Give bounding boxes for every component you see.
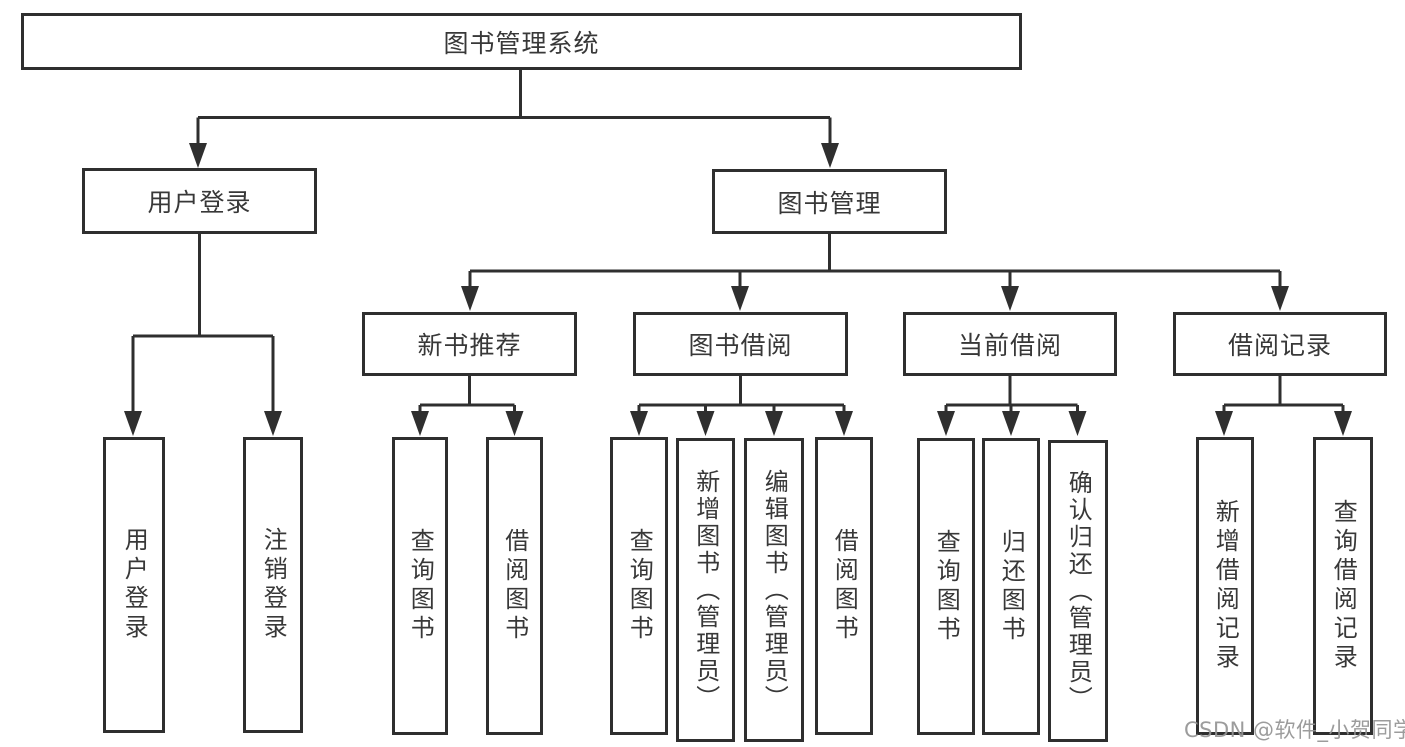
- arrow-down-icon: [411, 411, 429, 436]
- node-label: 图书管理系统: [443, 28, 600, 58]
- node-leaf-borrow-book-2: 借阅图书: [815, 437, 873, 735]
- node-label: 归还图书: [997, 528, 1026, 645]
- watermark: CSDN @软件_小贺同学: [1184, 718, 1405, 742]
- arrow-down-icon: [696, 411, 715, 436]
- arrow-down-icon: [1002, 411, 1020, 436]
- arrow-down-icon: [505, 411, 524, 436]
- node-label: 查询图书: [932, 528, 961, 645]
- node-label: 查询图书: [406, 528, 435, 644]
- node-leaf-query-book-3: 查询图书: [917, 438, 975, 735]
- node-leaf-add-borrow-record: 新增借阅记录: [1196, 437, 1254, 735]
- connector-current-borrow: [944, 376, 1079, 413]
- node-label: 借阅图书: [830, 528, 859, 644]
- node-user-login: 用户登录: [82, 168, 317, 234]
- node-leaf-add-book-admin: 新增图书（管理员）: [676, 438, 735, 742]
- node-label: 用户登录: [147, 188, 252, 217]
- node-label: 新增借阅记录: [1211, 499, 1240, 673]
- arrow-down-icon: [630, 411, 648, 436]
- connector-root: [196, 69, 832, 146]
- node-leaf-edit-book-admin: 编辑图书（管理员）: [744, 438, 804, 742]
- node-book-borrow: 图书借阅: [633, 312, 848, 376]
- node-label: 图书借阅: [688, 331, 793, 360]
- node-leaf-query-book-1: 查询图书: [392, 437, 448, 735]
- arrow-down-icon: [835, 411, 853, 436]
- connector-borrow-records: [1222, 376, 1345, 413]
- node-leaf-logout: 注销登录: [243, 437, 303, 733]
- arrow-down-icon: [765, 411, 783, 436]
- arrow-down-icon: [731, 286, 749, 311]
- arrow-down-icon: [1271, 286, 1289, 311]
- arrow-down-icon: [821, 143, 839, 168]
- node-book-management: 图书管理: [712, 169, 947, 234]
- node-label: 查询图书: [625, 528, 654, 644]
- node-leaf-borrow-book-1: 借阅图书: [486, 437, 543, 735]
- node-label: 新增图书（管理员）: [691, 468, 720, 712]
- arrow-down-icon: [461, 286, 479, 311]
- arrow-down-icon: [937, 411, 955, 436]
- arrow-down-icon: [1068, 411, 1087, 436]
- connector-book-management: [468, 234, 1282, 288]
- node-label: 用户登录: [120, 527, 149, 643]
- node-label: 图书管理: [777, 188, 882, 218]
- arrow-down-icon: [124, 411, 142, 436]
- arrow-down-icon: [189, 143, 207, 168]
- node-label: 确认归还（管理员）: [1064, 469, 1093, 713]
- connector-new-book-recommend: [418, 376, 516, 413]
- node-label: 借阅记录: [1227, 331, 1332, 360]
- node-current-borrow: 当前借阅: [903, 312, 1117, 376]
- arrow-down-icon: [1215, 411, 1233, 436]
- arrow-down-icon: [264, 411, 282, 436]
- node-label: 注销登录: [259, 527, 288, 643]
- arrow-down-icon: [1334, 411, 1352, 436]
- connector-user-login: [131, 234, 275, 413]
- node-root: 图书管理系统: [21, 13, 1022, 70]
- node-borrow-records: 借阅记录: [1173, 312, 1387, 376]
- node-label: 编辑图书（管理员）: [760, 468, 789, 712]
- node-label: 查询借阅记录: [1329, 499, 1358, 673]
- arrow-down-icon: [1001, 286, 1019, 311]
- node-leaf-return-book: 归还图书: [982, 438, 1040, 735]
- node-label: 新书推荐: [417, 331, 522, 360]
- node-label: 借阅图书: [500, 528, 529, 644]
- node-leaf-user-login: 用户登录: [103, 437, 165, 733]
- node-leaf-query-borrow-record: 查询借阅记录: [1313, 437, 1373, 735]
- node-label: 当前借阅: [957, 331, 1062, 360]
- node-leaf-query-book-2: 查询图书: [610, 437, 668, 735]
- node-new-book-recommend: 新书推荐: [362, 312, 577, 376]
- node-leaf-confirm-return-admin: 确认归还（管理员）: [1048, 440, 1108, 742]
- connector-book-borrow: [637, 376, 846, 413]
- arrowheads: [124, 143, 1352, 436]
